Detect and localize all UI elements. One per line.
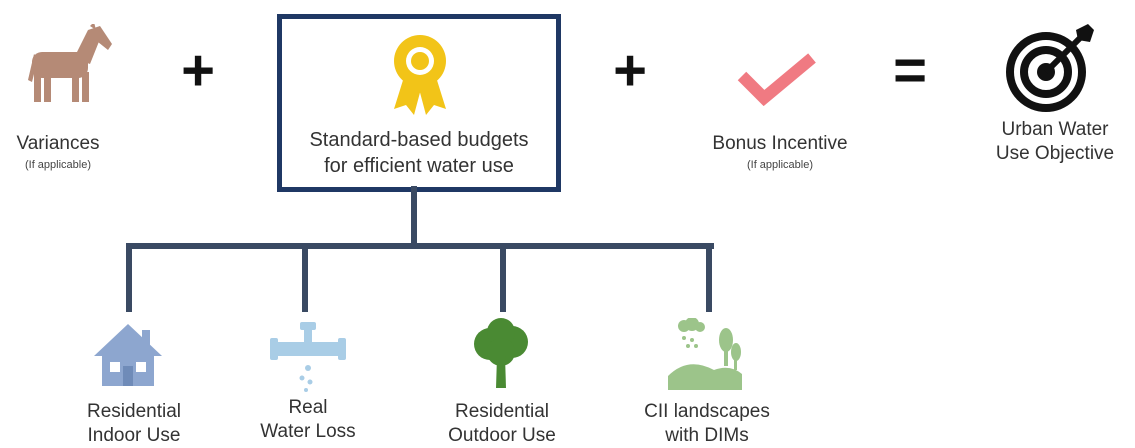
connector-bar [126, 243, 714, 249]
objective-line1: Urban Water [1001, 119, 1109, 140]
variances-label: Variances [16, 133, 100, 154]
component-3-line1: Residential [455, 401, 549, 422]
budget-title-line1: Standard-based budgets [309, 129, 529, 151]
equals-operator: = [893, 38, 927, 103]
connector-trunk [411, 186, 417, 248]
award-ribbon-icon [388, 33, 452, 117]
landscape-icon [668, 318, 744, 390]
component-4-line2: with DIMs [665, 425, 749, 446]
bonus-note: (If applicable) [746, 159, 814, 171]
component-4-line1: CII landscapes [644, 401, 770, 422]
leaking-pipe-icon [270, 322, 346, 392]
budget-title-line2: for efficient water use [324, 155, 514, 177]
target-icon [1006, 22, 1102, 114]
component-2-line2: Water Loss [260, 421, 356, 442]
connector-branch-4 [706, 246, 712, 312]
budget-box: Standard-based budgets for efficient wat… [277, 14, 561, 192]
tree-icon [470, 318, 532, 390]
plus-operator-2: + [613, 38, 647, 103]
connector-branch-1 [126, 246, 132, 312]
checkmark-icon [736, 52, 818, 106]
component-3-line2: Outdoor Use [448, 425, 556, 446]
bonus-label: Bonus Incentive [712, 133, 848, 154]
variances-note: (If applicable) [24, 159, 92, 171]
connector-branch-3 [500, 246, 506, 312]
component-2-line1: Real [288, 397, 328, 418]
component-1-line2: Indoor Use [87, 425, 181, 446]
component-1-line1: Residential [87, 401, 181, 422]
house-icon [92, 322, 164, 388]
connector-branch-2 [302, 246, 308, 312]
plus-operator: + [181, 38, 215, 103]
objective-line2: Use Objective [995, 143, 1115, 164]
horse-icon [28, 24, 114, 106]
